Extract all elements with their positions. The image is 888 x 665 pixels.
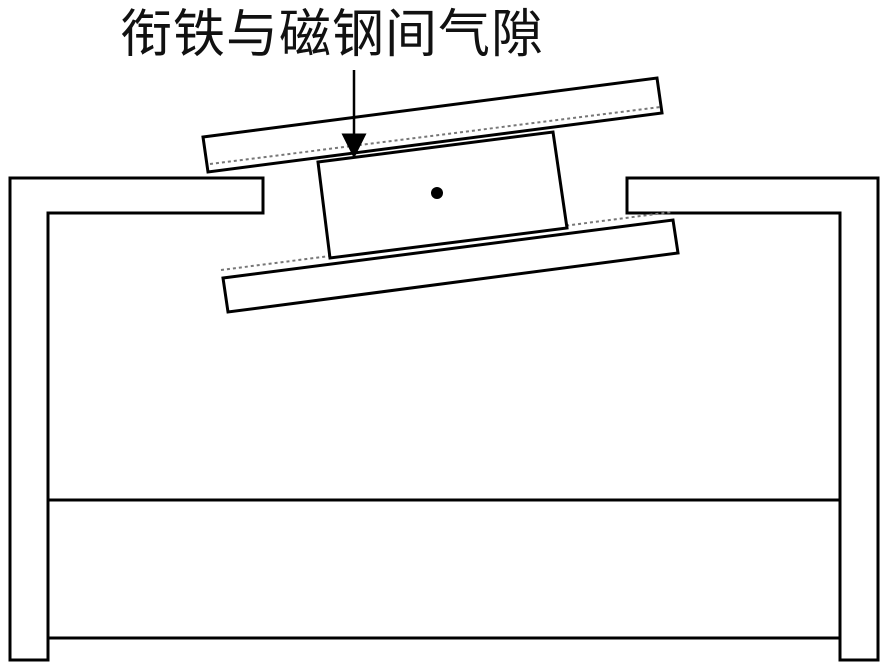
lower-armature-plate bbox=[220, 211, 680, 314]
pivot-point bbox=[431, 187, 443, 199]
housing-frame bbox=[8, 176, 265, 662]
air-gap-label: 衔铁与磁钢间气隙 bbox=[120, 5, 545, 65]
upper-armature-plate bbox=[201, 76, 664, 174]
housing-frame-right bbox=[625, 176, 880, 662]
